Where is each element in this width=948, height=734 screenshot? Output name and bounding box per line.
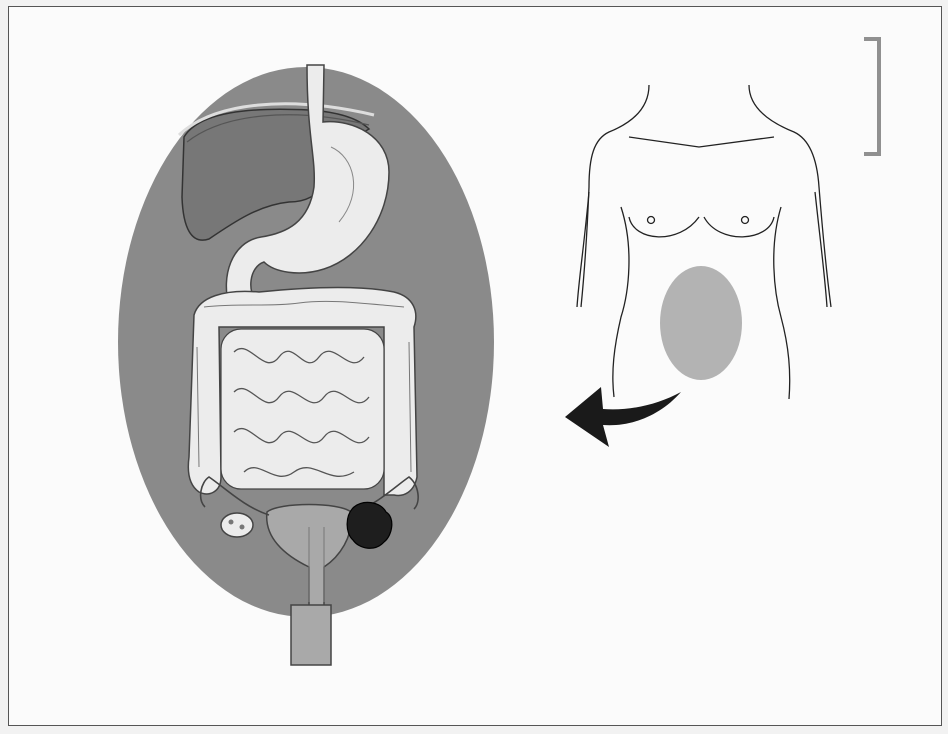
- ovary-right: [221, 513, 253, 537]
- small-intestine: [221, 329, 384, 489]
- highlighted-region: [660, 266, 742, 380]
- abdomen-organs-group: [118, 65, 494, 665]
- bracket-mark-icon: [864, 39, 879, 154]
- curved-arrow-left-icon: [565, 387, 681, 447]
- anatomy-illustration: [9, 7, 943, 727]
- diagram-frame: [8, 6, 942, 726]
